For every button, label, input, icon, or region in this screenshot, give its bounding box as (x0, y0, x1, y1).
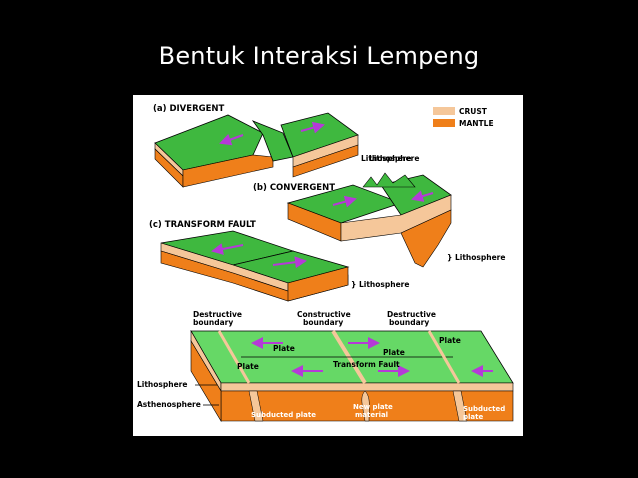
destructive-left-label: Destructive (193, 310, 242, 319)
plate-interaction-figure: CRUST MANTLE (a) DIVERGENT Lithosphere L… (133, 95, 523, 436)
divergent-arrow-left (219, 133, 244, 146)
transform-fault-label: Transform Fault (333, 360, 400, 369)
divergent-right-mantle (292, 144, 359, 178)
destructive-right-label: Destructive (387, 310, 436, 319)
plate-label-4: Plate (439, 336, 461, 345)
block-left-mantle (190, 339, 222, 423)
convergent-arrow-right (411, 190, 434, 202)
legend-mantle-label: MANTLE (459, 119, 494, 128)
convergent-panel: (b) CONVERGENT } Lithosphere (253, 172, 505, 268)
legend-crust-swatch (433, 107, 455, 115)
plate-label-3: Plate (383, 348, 405, 357)
destructive-left-boundary: boundary (193, 318, 233, 327)
convergent-mountains (362, 172, 416, 188)
new-plate-label-1: New plate (353, 403, 393, 411)
subducted-right-label-2: plate (463, 413, 483, 421)
subducted-slab-left (248, 390, 264, 422)
transform-brace: } (351, 280, 356, 289)
lithosphere-side-label: Lithosphere (137, 380, 187, 389)
transform-lithosphere-label: Lithosphere (359, 280, 409, 289)
subducted-right-label-1: Subducted (463, 405, 505, 413)
convergent-lithosphere-label: Lithosphere (455, 253, 505, 262)
constructive-label: Constructive (297, 310, 351, 319)
block-front-crust (220, 382, 514, 392)
new-plate-label-2: material (355, 411, 388, 419)
transform-title: (c) TRANSFORM FAULT (149, 220, 256, 230)
plate-boundaries-block: Destructive boundary Constructive bounda… (137, 310, 514, 423)
convergent-title: (b) CONVERGENT (253, 183, 335, 193)
divergent-lithosphere-label: Lithosphere (361, 154, 411, 163)
divergent-left-front (182, 154, 274, 188)
destructive-left-trench (217, 330, 251, 384)
plate-label-2: Plate (237, 362, 259, 371)
divergent-panel: (a) DIVERGENT Lithosphere Lithosphere (153, 104, 419, 188)
subducted-slab-right (452, 390, 468, 422)
divergent-title: (a) DIVERGENT (153, 104, 225, 114)
transform-panel: (c) TRANSFORM FAULT } Lithosphere (149, 220, 409, 302)
slide-title: Bentuk Interaksi Lempeng (158, 42, 480, 70)
asthenosphere-side-label: Asthenosphere (137, 400, 201, 409)
divergent-arrow-right (300, 121, 325, 134)
convergent-slab (400, 209, 452, 268)
convergent-arrow-left (332, 195, 357, 208)
transform-arrow-right (272, 256, 307, 269)
subducted-plate-left-label: Subducted plate (251, 411, 316, 419)
divergent-rift (251, 120, 294, 162)
constructive-boundary: boundary (303, 318, 343, 327)
legend-crust-label: CRUST (459, 107, 488, 116)
transform-arrow-left (211, 243, 244, 255)
destructive-right-boundary: boundary (389, 318, 429, 327)
transform-side (287, 266, 349, 302)
legend: CRUST MANTLE (433, 107, 494, 128)
destructive-right-trench (427, 330, 461, 384)
divergent-lithosphere-text: Lithosphere (369, 154, 419, 163)
convergent-brace: } (447, 253, 452, 262)
legend-mantle-swatch (433, 119, 455, 127)
magma-upwelling (361, 390, 370, 422)
plate-label-1: Plate (273, 344, 295, 353)
